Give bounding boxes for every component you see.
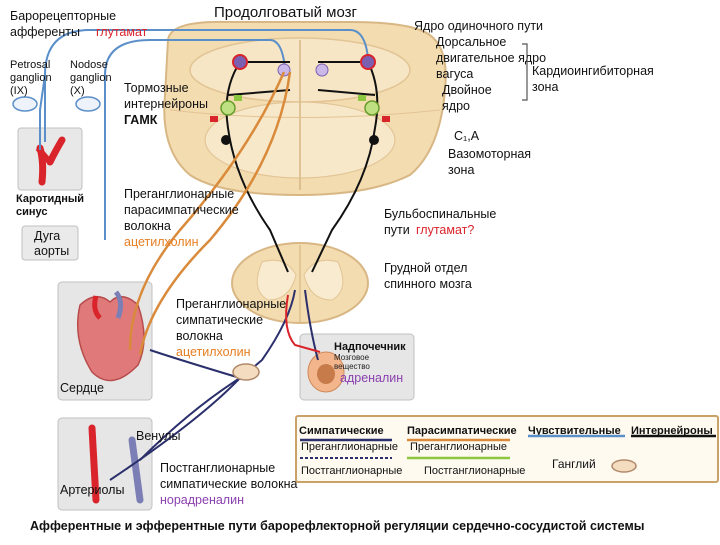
adrenal-box (299, 333, 415, 401)
pregang-symp-1: Преганглионарные (176, 297, 286, 311)
thoracic-label-1: Грудной отдел (384, 261, 467, 275)
baro-glutamate: глутамат (96, 25, 148, 39)
spinal-cord-section (231, 242, 369, 324)
legend: Симпатические Парасимпатические Чувствит… (295, 415, 719, 483)
nodose-label-1: Nodose (70, 59, 108, 71)
nts-label: Ядро одиночного пути (414, 19, 543, 33)
petrosal-ganglion (12, 96, 38, 112)
legend-pre-symp: Преганглионарные (301, 441, 398, 453)
cardio-label-1: Кардиоингибиторная (532, 64, 654, 78)
sympathetic-pathways (109, 289, 319, 481)
sympathetic-ganglion (232, 363, 260, 381)
bulbo-glutamate: глутамат? (416, 223, 474, 237)
inhib-label-1: Тормозные (124, 81, 189, 95)
pregang-symp-3: волокна (176, 329, 223, 343)
nodose-label-2: ganglion (70, 72, 112, 84)
ambiguus-label-1: Двойное (442, 83, 492, 97)
carotid-sinus-box (17, 127, 83, 191)
aortic-arch-box (21, 225, 79, 261)
bulbo-label-1: Бульбоспинальные (384, 207, 496, 221)
vaso-label-2: зона (448, 163, 474, 177)
sensory-pathways (39, 29, 369, 240)
pregang-para-1: Преганглионарные (124, 187, 234, 201)
inhib-label-2: интернейроны (124, 97, 208, 111)
medulla-label-2: вещество (334, 362, 370, 371)
carotid-label-1: Каротидный (16, 193, 84, 205)
page-title: Продолговатый мозг (214, 4, 358, 21)
nodose-ganglion (75, 96, 101, 112)
legend-para: Парасимпатические (407, 425, 517, 437)
legend-ganglion: Ганглий (552, 457, 596, 471)
veins-label: Венулы (136, 429, 180, 443)
baro-label-2: афференты (10, 25, 80, 39)
cardio-label-2: зона (532, 80, 558, 94)
petrosal-label-3: (IX) (10, 85, 28, 97)
postgang-2: симпатические волокна (160, 477, 298, 491)
nodose-label-3: (X) (70, 85, 85, 97)
petrosal-label-2: ganglion (10, 72, 52, 84)
noradrenalin-label: норадреналин (160, 493, 244, 507)
legend-pre-para: Преганглионарные (410, 441, 507, 453)
legend-post-para: Постганглионарные (424, 465, 525, 477)
aorta-label-1: Дуга (34, 229, 60, 243)
cardio-bracket (522, 43, 528, 101)
adrenal-red-path (285, 294, 321, 353)
vessels-box (57, 417, 153, 511)
legend-symp: Симпатические (299, 425, 384, 437)
dmv-label-2: двигательное ядро (436, 51, 546, 65)
baro-label-1: Барорецепторные (10, 9, 116, 23)
medulla-label-1: Мозговое (334, 353, 370, 362)
heart-label: Сердце (60, 381, 104, 395)
acetyl-label-1: ацетилхолин (124, 235, 199, 249)
adrenalin-label: адреналин (340, 371, 403, 385)
aorta-label-2: аорты (34, 244, 69, 258)
pregang-para-3: волокна (124, 219, 171, 233)
dmv-label-3: вагуса (436, 67, 473, 81)
ambiguus-label-2: ядро (442, 99, 470, 113)
legend-ganglion-icon (611, 459, 637, 473)
vaso-label-1: Вазомоторная (448, 147, 531, 161)
petrosal-label-1: Petrosal (10, 59, 50, 71)
c1a-label: С₁,А (454, 129, 480, 143)
postgang-1: Постганглионарные (160, 461, 275, 475)
nts-nuclei (210, 54, 390, 145)
legend-inter: Интернейроны (631, 425, 713, 437)
arterioles-label: Артериолы (60, 483, 124, 497)
pregang-para-2: парасимпатические (124, 203, 239, 217)
bulbo-label-2: пути (384, 223, 410, 237)
legend-sens: Чувствительные (528, 425, 621, 437)
interneuron-pathways (225, 61, 379, 273)
dmv-label-1: Дорсальное (436, 35, 506, 49)
legend-post-symp: Постганглионарные (301, 465, 402, 477)
pregang-symp-2: симпатические (176, 313, 263, 327)
inhib-label-3: ГАМК (124, 113, 158, 127)
figure-caption: Афферентные и эфферентные пути барорефле… (30, 519, 644, 533)
parasympathetic-pathways (128, 71, 292, 356)
thoracic-label-2: спинного мозга (384, 277, 472, 291)
adrenal-label: Надпочечник (334, 341, 406, 353)
heart-box (57, 281, 153, 401)
acetyl-label-2: ацетилхолин (176, 345, 251, 359)
carotid-label-2: синус (16, 206, 48, 218)
